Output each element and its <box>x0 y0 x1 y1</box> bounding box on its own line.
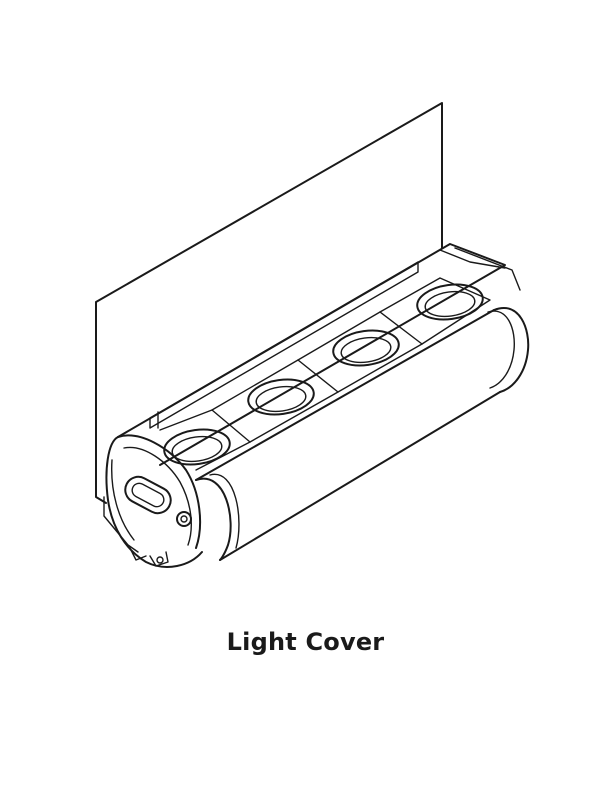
left-end-cap <box>103 434 203 568</box>
diagram-caption: Light Cover <box>226 628 385 656</box>
screw-icon <box>176 511 192 527</box>
end-cap-handle-icon <box>124 475 172 515</box>
lens-openings <box>163 283 484 466</box>
lens-opening <box>247 378 315 416</box>
cover-frame <box>117 243 521 466</box>
mounting-panel <box>95 102 443 504</box>
lens-opening <box>332 329 400 367</box>
lens-opening <box>416 283 484 321</box>
light-cover-body <box>195 307 530 561</box>
lens-opening <box>163 428 231 466</box>
lens-dividers <box>159 277 491 471</box>
